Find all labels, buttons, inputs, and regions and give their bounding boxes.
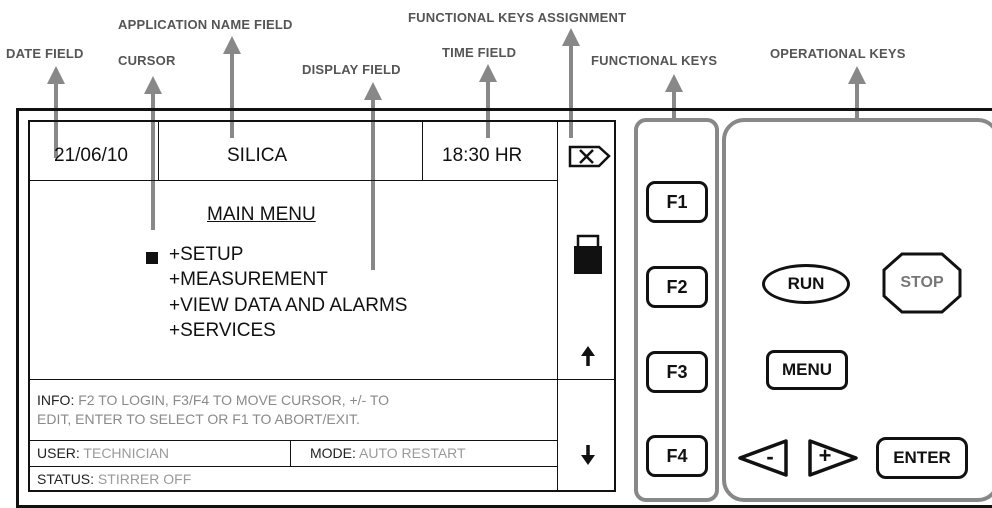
minus-label: -: [766, 444, 774, 469]
display-screen: [28, 120, 616, 492]
stop-label: STOP: [900, 274, 944, 291]
menu-item-setup[interactable]: +SETUP: [169, 244, 244, 265]
label-display-field: DISPLAY FIELD: [302, 62, 401, 77]
softkey-column-divider: [557, 120, 558, 492]
application-name-field: SILICA: [227, 145, 288, 166]
enter-button[interactable]: ENTER: [876, 437, 968, 479]
label-operational-keys: OPERATIONAL KEYS: [770, 46, 906, 61]
label-application-name-field: APPLICATION NAME FIELD: [118, 17, 293, 32]
user-label: USER:: [37, 445, 80, 461]
stop-button[interactable]: STOP: [882, 252, 962, 314]
close-tab-icon: [568, 145, 611, 168]
mode-field: MODE: AUTO RESTART: [310, 445, 466, 461]
mode-label: MODE:: [310, 445, 356, 461]
minus-triangle-icon: [738, 439, 788, 477]
menu-item-measurement[interactable]: +MEASUREMENT: [169, 269, 328, 290]
f1-key[interactable]: F1: [646, 181, 708, 223]
header-divider: [28, 180, 558, 181]
user-value: TECHNICIAN: [79, 445, 169, 461]
arrow-up-icon: [581, 346, 595, 366]
f2-key[interactable]: F2: [646, 266, 708, 308]
date-divider: [158, 120, 159, 180]
status-field: STATUS: STIRRER OFF: [37, 471, 191, 487]
status-value: STIRRER OFF: [94, 471, 192, 487]
status-divider: [28, 466, 558, 467]
time-field: 18:30 HR: [442, 145, 523, 166]
functional-keys-frame: [634, 118, 719, 502]
info-divider: [28, 379, 616, 380]
plus-triangle-icon: [808, 439, 858, 477]
info-label: INFO:: [37, 392, 75, 408]
operational-keys-frame: [722, 118, 992, 502]
info-line-1: F2 TO LOGIN, F3/F4 TO MOVE CURSOR, +/- T…: [74, 392, 390, 408]
cursor-square-icon: [146, 252, 158, 264]
plus-button[interactable]: +: [806, 438, 860, 478]
menu-button[interactable]: MENU: [766, 350, 848, 390]
info-text: INFO: F2 TO LOGIN, F3/F4 TO MOVE CURSOR,…: [37, 391, 389, 429]
menu-item-view-data-and-alarms[interactable]: +VIEW DATA AND ALARMS: [169, 295, 408, 316]
time-divider: [422, 120, 423, 180]
user-divider: [28, 440, 558, 441]
plus-label: +: [818, 443, 832, 468]
label-date-field: DATE FIELD: [6, 46, 84, 61]
minus-button[interactable]: -: [736, 438, 790, 478]
lock-icon: [574, 234, 602, 274]
stop-octagon-icon: [882, 252, 962, 314]
label-functional-keys: FUNCTIONAL KEYS: [591, 53, 718, 68]
mode-value: AUTO RESTART: [355, 445, 466, 461]
label-functional-keys-assignment: FUNCTIONAL KEYS ASSIGNMENT: [408, 10, 627, 25]
menu-title: MAIN MENU: [207, 204, 316, 225]
f3-key[interactable]: F3: [646, 351, 708, 393]
label-time-field: TIME FIELD: [442, 45, 517, 60]
status-label: STATUS:: [37, 471, 95, 487]
run-button[interactable]: RUN: [762, 264, 850, 304]
f4-key[interactable]: F4: [646, 435, 708, 477]
user-mode-divider: [290, 440, 291, 466]
arrow-down-icon: [581, 445, 595, 465]
user-field: USER: TECHNICIAN: [37, 445, 169, 461]
label-cursor: CURSOR: [118, 53, 176, 68]
menu-item-services[interactable]: +SERVICES: [169, 320, 276, 341]
date-field: 21/06/10: [54, 145, 128, 166]
info-line-2: EDIT, ENTER TO SELECT OR F1 TO ABORT/EXI…: [37, 411, 360, 427]
